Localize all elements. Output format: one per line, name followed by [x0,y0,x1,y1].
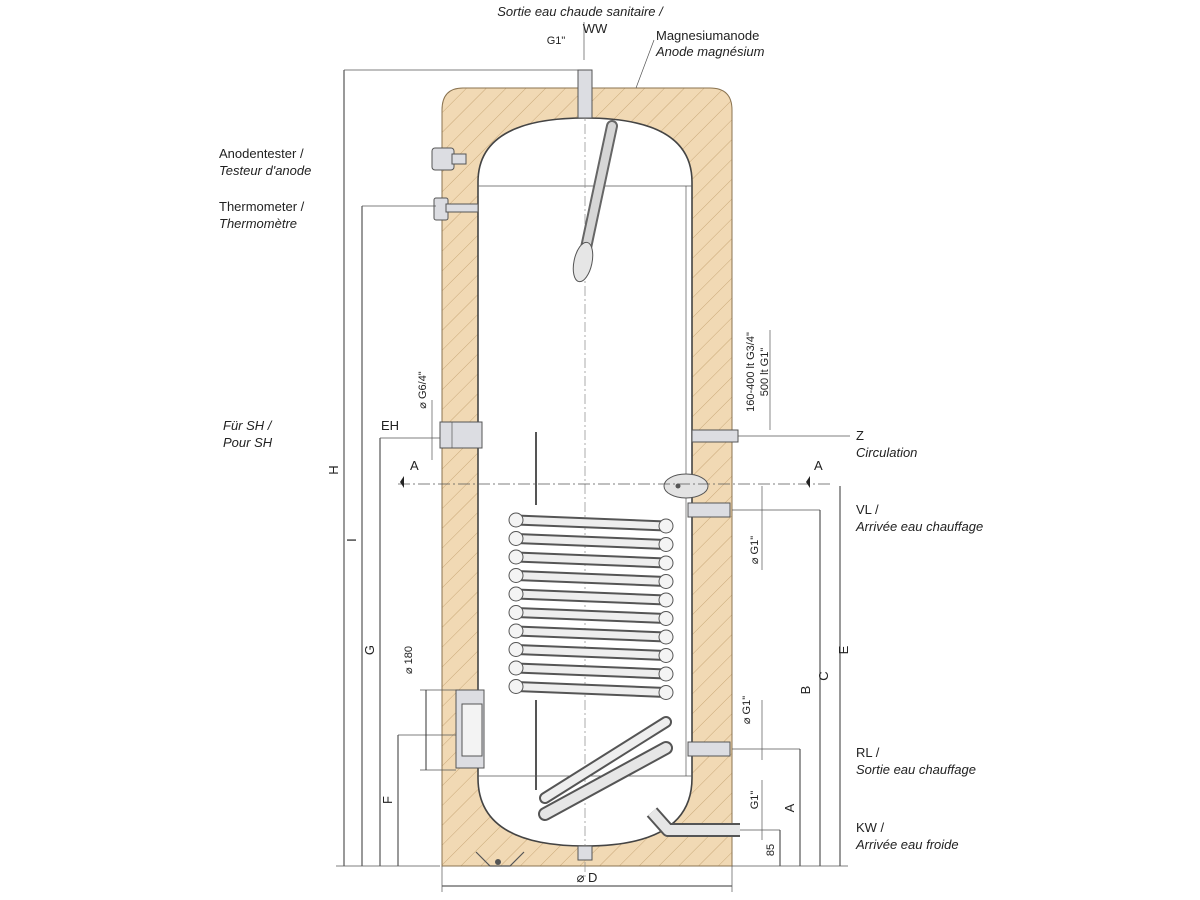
anode-label-line2: Anode magnésium [655,44,765,59]
eh-size-label: ⌀ G6/4" [417,371,429,409]
dim-85-label: 85 [765,844,777,856]
heating-return-connection [687,741,731,757]
z-label-line2: Circulation [856,445,917,460]
coil-tube-inner [515,646,667,659]
rl-label-line2: Sortie eau chauffage [856,762,976,777]
section-arrow-right [806,476,810,488]
inspection-flange [455,689,485,769]
coil-tube-inner [515,590,667,604]
coil-end [658,592,674,608]
coil-tube-inner [515,553,667,567]
eh-label: EH [381,418,399,433]
kw-label-line2: Arrivée eau froide [855,837,959,852]
coil-end [508,660,524,676]
coil-end [658,555,674,571]
dim-g-label: G [362,645,377,655]
z-size-label-1: 160-400 lt G3/4" [745,332,757,412]
dim-h-label: H [326,465,341,474]
coil-end [508,549,524,565]
kw-label-line1: KW / [856,820,885,835]
coil-tube-inner [515,572,667,585]
dim-i-label: I [344,538,359,542]
coil-end [508,512,524,528]
coil-return-pipe [535,700,673,821]
dim-a-label: A [782,803,797,812]
coil-end [508,586,524,602]
coil-end [508,623,524,639]
sh-label-line1: Für SH / [223,418,273,433]
coil-tube-inner [515,683,667,696]
coil-tube-inner [515,535,667,548]
kw-size-label: G1" [749,791,761,810]
dim-e-label: E [836,645,851,654]
anodentester-label-line2: Testeur d'anode [219,163,311,178]
heating-coil [508,512,674,700]
ww-label-line1: Sortie eau chaude sanitaire / [497,4,664,19]
flange-size-label: ⌀ 180 [403,646,415,674]
thermometer-icon [433,197,479,221]
anodentester-label-line1: Anodentester / [219,146,304,161]
cold-water-inlet [646,807,740,837]
support-foot [475,851,525,867]
sh-label-line2: Pour SH [223,435,273,450]
anode-label-line1: Magnesiumanode [656,28,759,43]
rl-size-label: ⌀ G1" [741,696,753,724]
coil-tube-inner [515,516,667,530]
ww-label-line2: WW [583,21,608,36]
coil-end [658,537,674,552]
coil-end [658,648,674,663]
coil-end [658,685,674,700]
coil-end [658,518,674,534]
dim-f-label: F [380,796,395,804]
electric-heater-sleeve [439,421,483,449]
thermometer-label-line1: Thermometer / [219,199,305,214]
coil-end [658,574,674,589]
dim-d-label: ⌀ D [577,870,598,885]
vl-size-label: ⌀ G1" [749,536,761,564]
vl-label-line2: Arrivée eau chauffage [855,519,983,534]
thermometer-label-line2: Thermomètre [219,216,297,231]
z-label-line1: Z [856,428,864,443]
coil-end [658,666,674,682]
magnesium-anode [572,120,618,283]
section-arrow-left [400,476,404,488]
anode-tester-icon [431,147,467,171]
section-a-connection [663,473,709,499]
coil-tube-inner [515,627,667,641]
dim-b-label: B [798,686,813,695]
rl-label-line1: RL / [856,745,880,760]
coil-end [658,611,674,626]
section-a-left-label: A [410,458,419,473]
diameter-dimension [441,866,733,892]
hot-water-outlet-pipe [577,69,593,119]
left-dimensions [336,69,586,867]
coil-end [508,568,524,583]
vl-label-line1: VL / [856,502,879,517]
dim-c-label: C [816,671,831,680]
section-a-right-label: A [814,458,823,473]
coil-end [508,605,524,620]
right-dimensions [732,330,850,867]
coil-end [658,629,674,645]
bottom-drain [577,845,593,861]
circulation-connection [691,429,739,443]
coil-end [508,531,524,546]
coil-tube-inner [515,609,667,622]
heating-flow-connection [687,502,731,518]
coil-end [508,679,524,694]
anode-leader [635,39,655,89]
z-size-label-2: 500 lt G1" [759,348,771,397]
coil-tube-inner [515,664,667,678]
ww-size-label: G1" [547,35,566,47]
coil-end [508,642,524,657]
